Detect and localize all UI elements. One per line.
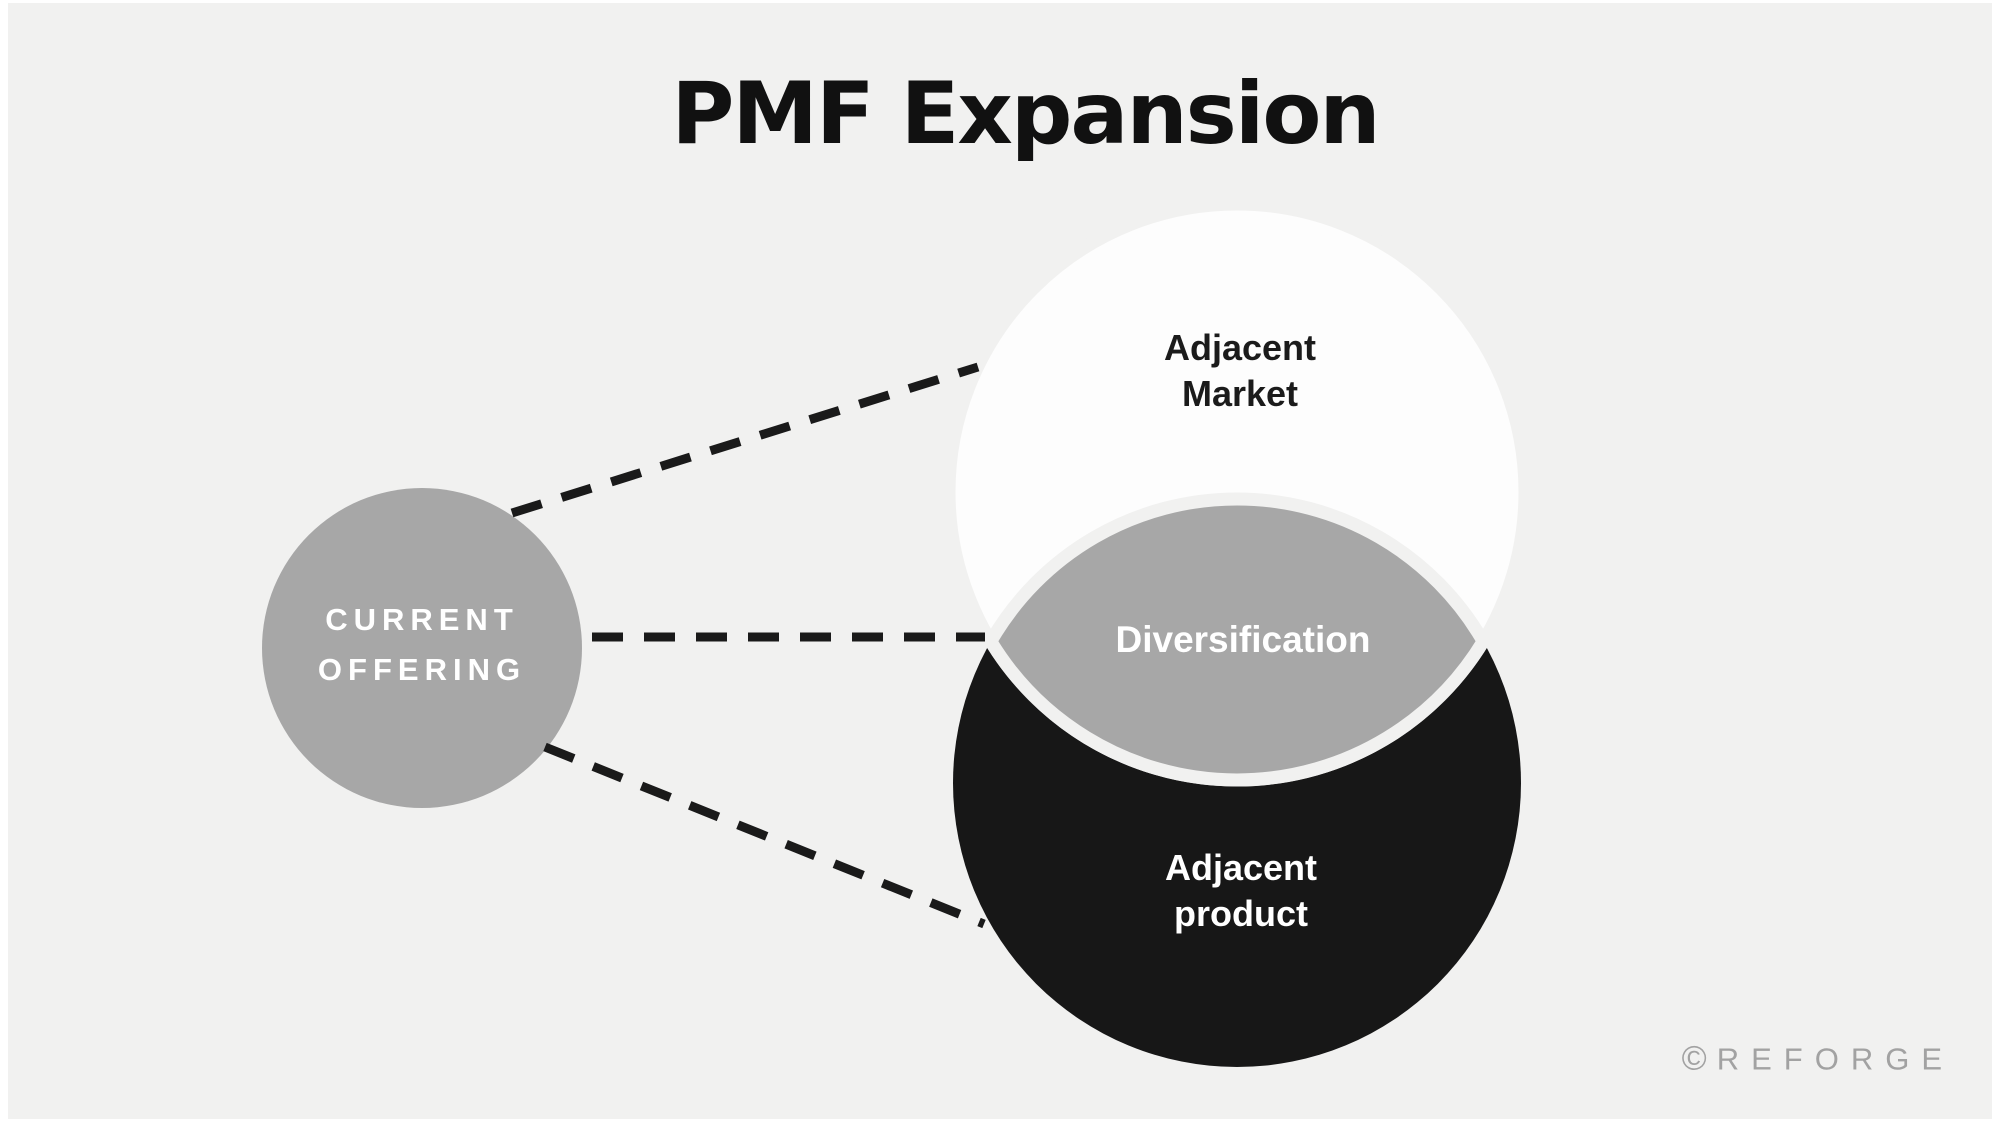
watermark-brand-text: REFORGE: [1716, 1041, 1954, 1076]
current-offering-line1: CURRENT: [325, 602, 519, 637]
current-offering-label: CURRENT OFFERING: [318, 595, 526, 695]
diversification-label: Diversification: [1115, 619, 1371, 660]
adjacent-market-label: Adjacent Market: [1164, 325, 1316, 417]
adjacent-product-line2: product: [1174, 893, 1308, 934]
reforge-watermark: © REFORGE: [1682, 1040, 1954, 1079]
connector-to-adjacent-product: [543, 742, 986, 929]
page-title: PMF Expansion: [671, 64, 1380, 164]
adjacent-market-line2: Market: [1181, 373, 1299, 414]
diversification-lens: [984, 492, 1490, 787]
copyright-icon: ©: [1681, 1039, 1707, 1078]
adjacent-product-label: Adjacent product: [1165, 845, 1317, 937]
adjacent-product-line1: Adjacent: [1164, 847, 1318, 888]
current-offering-circle: [262, 488, 582, 808]
current-offering-line2: OFFERING: [317, 652, 527, 687]
adjacent-market-line1: Adjacent: [1163, 327, 1317, 368]
connector-to-adjacent-market: [510, 362, 980, 518]
